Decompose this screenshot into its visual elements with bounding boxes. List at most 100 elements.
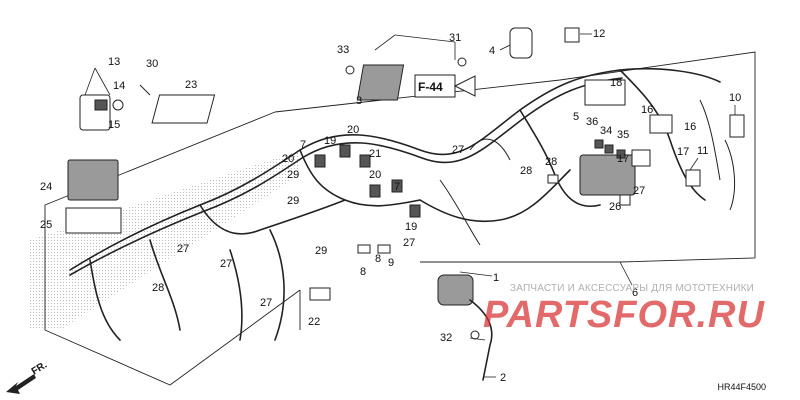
callout-6[interactable]: 6 [632,287,638,299]
fuse-8b [377,244,391,254]
fuse-35 [616,149,626,159]
callout-14[interactable]: 14 [113,80,125,92]
callout-16a[interactable]: 16 [641,104,653,116]
callout-27c[interactable]: 27 [260,297,272,309]
callout-9[interactable]: 9 [388,257,394,269]
callout-28b[interactable]: 28 [520,165,532,177]
callout-3[interactable]: 3 [356,95,362,107]
callout-19b[interactable]: 19 [405,221,417,233]
callout-35[interactable]: 35 [617,129,629,141]
callout-2[interactable]: 2 [500,372,506,384]
shaded-area [30,150,300,330]
callout-26[interactable]: 26 [609,201,621,213]
fuse-28c [547,174,559,184]
callout-22[interactable]: 22 [308,316,320,328]
callout-27e[interactable]: 27 [452,144,464,156]
plug-cap-2 [469,299,493,381]
callout-27b[interactable]: 27 [220,258,232,270]
callout-10[interactable]: 10 [729,92,741,104]
callout-5[interactable]: 5 [573,111,579,123]
callout-20a[interactable]: 20 [347,124,359,136]
callout-numbers: 1 2 3 4 5 6 7 7 8 8 9 10 11 12 13 14 15 … [40,28,741,384]
sheet-reference[interactable]: F-44 [418,80,443,94]
front-arrow-label: FR. [30,360,50,378]
bolt-31 [457,57,467,67]
leader-lines [84,33,736,378]
components [65,27,745,381]
callout-27a[interactable]: 27 [177,243,189,255]
relay-20c [369,184,381,198]
cap-10 [729,114,745,138]
relay-19b [409,204,421,218]
callout-8b[interactable]: 8 [375,253,381,265]
callout-20c[interactable]: 20 [369,169,381,181]
fuse-8a [357,244,371,254]
wire-harness [69,67,735,341]
callout-17a[interactable]: 17 [617,153,629,165]
relay-box [579,154,636,196]
watermark-logo: PARTSFOR.RU [483,294,765,336]
connector-22 [309,287,331,301]
watermark-caption: ЗАПЧАСТИ И АКСЕССУАРЫ ДЛЯ МОТОТЕХНИКИ [510,283,755,294]
fuse-34 [604,144,614,154]
relay-16 [649,114,673,134]
callout-33[interactable]: 33 [337,44,349,56]
unit-3 [356,64,405,101]
front-arrow: FR. [6,360,49,394]
ecu-rubber-25 [65,207,122,234]
ecu-24 [67,159,119,201]
callout-27d[interactable]: 27 [403,237,415,249]
fuse-26 [619,194,631,206]
relay-7b [391,179,403,193]
callout-19a[interactable]: 19 [324,135,336,147]
callout-31[interactable]: 31 [449,32,461,44]
callout-32[interactable]: 32 [440,332,452,344]
callout-29c[interactable]: 29 [315,245,327,257]
callout-27f[interactable]: 27 [633,185,645,197]
bolt-32 [470,330,480,340]
callout-29b[interactable]: 29 [287,195,299,207]
callout-16b[interactable]: 16 [684,121,696,133]
connector-12 [564,27,580,43]
bolt-30 [139,84,151,96]
cover-23 [151,94,216,124]
callout-36[interactable]: 36 [586,116,598,128]
callout-28c[interactable]: 28 [545,156,557,168]
callout-29a[interactable]: 29 [287,169,299,181]
callout-20b[interactable]: 20 [282,153,294,165]
callout-17b[interactable]: 17 [677,146,689,158]
callout-4[interactable]: 4 [489,45,495,57]
callout-23[interactable]: 23 [185,79,197,91]
callout-24[interactable]: 24 [40,181,52,193]
relay-20b [359,154,371,168]
callout-7b[interactable]: 7 [394,181,400,193]
connector-11 [685,169,701,187]
grommet-15 [112,99,124,111]
fuse-box-18 [584,79,626,106]
sensor-4 [509,27,533,59]
diagram-code: HR44F4500 [717,382,766,392]
relay-14 [94,99,108,111]
callout-8a[interactable]: 8 [360,266,366,278]
fuse-36 [594,139,604,149]
callout-7a[interactable]: 7 [300,139,306,151]
callout-1[interactable]: 1 [493,272,499,284]
callout-30[interactable]: 30 [146,58,158,70]
bolt-33 [345,65,355,75]
callout-18[interactable]: 18 [610,77,622,89]
relay-19a [339,144,351,158]
relay-17 [631,149,651,167]
callout-21[interactable]: 21 [369,148,381,160]
callout-15[interactable]: 15 [108,119,120,131]
callout-28a[interactable]: 28 [152,282,164,294]
callout-11[interactable]: 11 [697,145,708,157]
callout-12[interactable]: 12 [593,28,605,40]
ignition-coil-1 [437,274,474,306]
callout-13[interactable]: 13 [108,56,120,68]
relay-20a [314,154,326,168]
sheet-reference-arrow: F-44 [414,74,476,98]
callout-34[interactable]: 34 [600,125,612,137]
callout-25[interactable]: 25 [40,219,52,231]
